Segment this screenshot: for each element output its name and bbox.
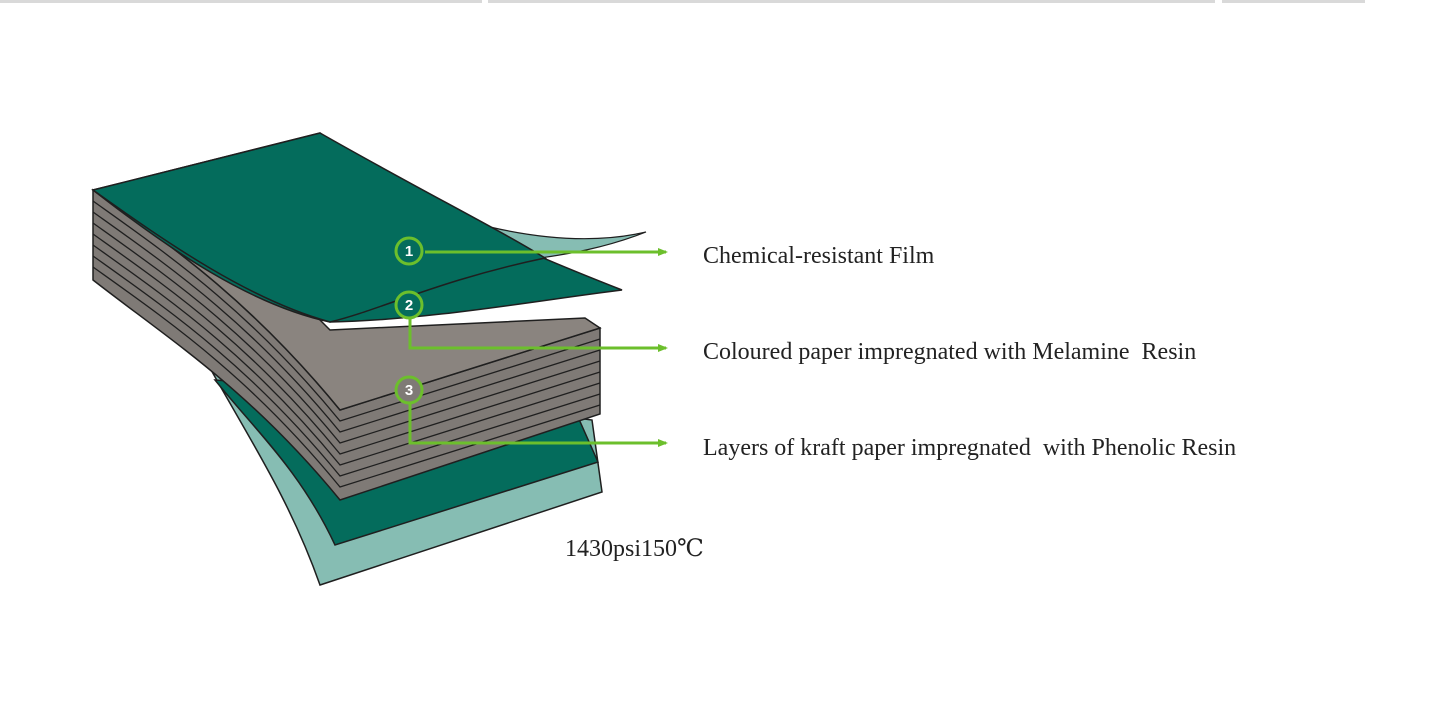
top-divider: [488, 0, 1215, 3]
svg-text:1: 1: [405, 243, 413, 260]
press-conditions-label: 1430psi150℃: [565, 536, 704, 562]
svg-text:3: 3: [405, 382, 413, 399]
svg-text:2: 2: [405, 297, 413, 314]
top-divider: [1222, 0, 1365, 3]
layer-badge-1: 1: [394, 236, 424, 266]
leader-line-3: [408, 404, 668, 447]
chemical-film-layer: [91, 132, 547, 323]
layer-badge-3: 3: [394, 375, 424, 405]
leader-lines: [408, 248, 668, 447]
top-divider: [0, 0, 482, 3]
label-kraft-paper-layers: Layers of kraft paper impregnated with P…: [703, 435, 1236, 461]
layer-badge-2: 2: [394, 290, 424, 320]
label-chemical-resistant-film: Chemical-resistant Film: [703, 243, 935, 269]
leader-line-2: [408, 318, 668, 352]
kraft-layer-lines: [92, 200, 601, 488]
label-coloured-paper: Coloured paper impregnated with Melamine…: [703, 339, 1196, 365]
